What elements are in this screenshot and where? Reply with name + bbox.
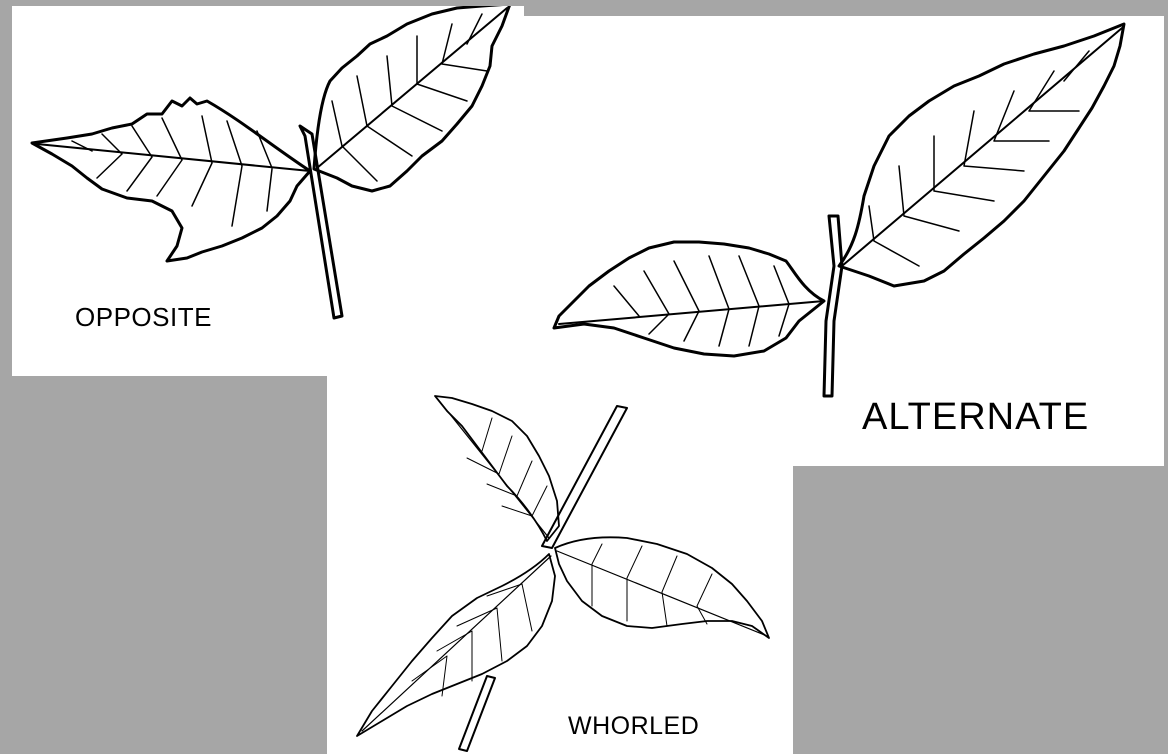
lower-leaf-midrib	[362, 556, 551, 731]
lower-leaf-veins	[614, 256, 789, 346]
stem	[824, 216, 842, 396]
opposite-panel: OPPOSITE	[12, 6, 524, 376]
label-opposite: OPPOSITE	[75, 302, 212, 333]
label-alternate: ALTERNATE	[862, 396, 1089, 439]
stem	[300, 126, 342, 318]
right-leaf-veins	[332, 14, 487, 181]
left-leaf	[32, 98, 310, 261]
right-leaf-midrib	[317, 8, 507, 168]
lower-leaf	[554, 242, 824, 356]
top-leaf-veins	[467, 418, 547, 516]
label-whorled: WHORLED	[568, 712, 699, 741]
left-leaf-midrib	[37, 144, 310, 171]
right-leaf	[555, 537, 769, 638]
right-leaf	[314, 6, 510, 191]
whorled-panel: WHORLED	[327, 376, 793, 754]
stem-upper	[542, 406, 627, 548]
top-leaf	[435, 396, 559, 541]
top-leaf-midrib	[437, 398, 549, 538]
whorled-leaf-illustration	[327, 376, 793, 754]
right-leaf-veins	[592, 544, 712, 626]
stem-lower	[459, 676, 495, 751]
